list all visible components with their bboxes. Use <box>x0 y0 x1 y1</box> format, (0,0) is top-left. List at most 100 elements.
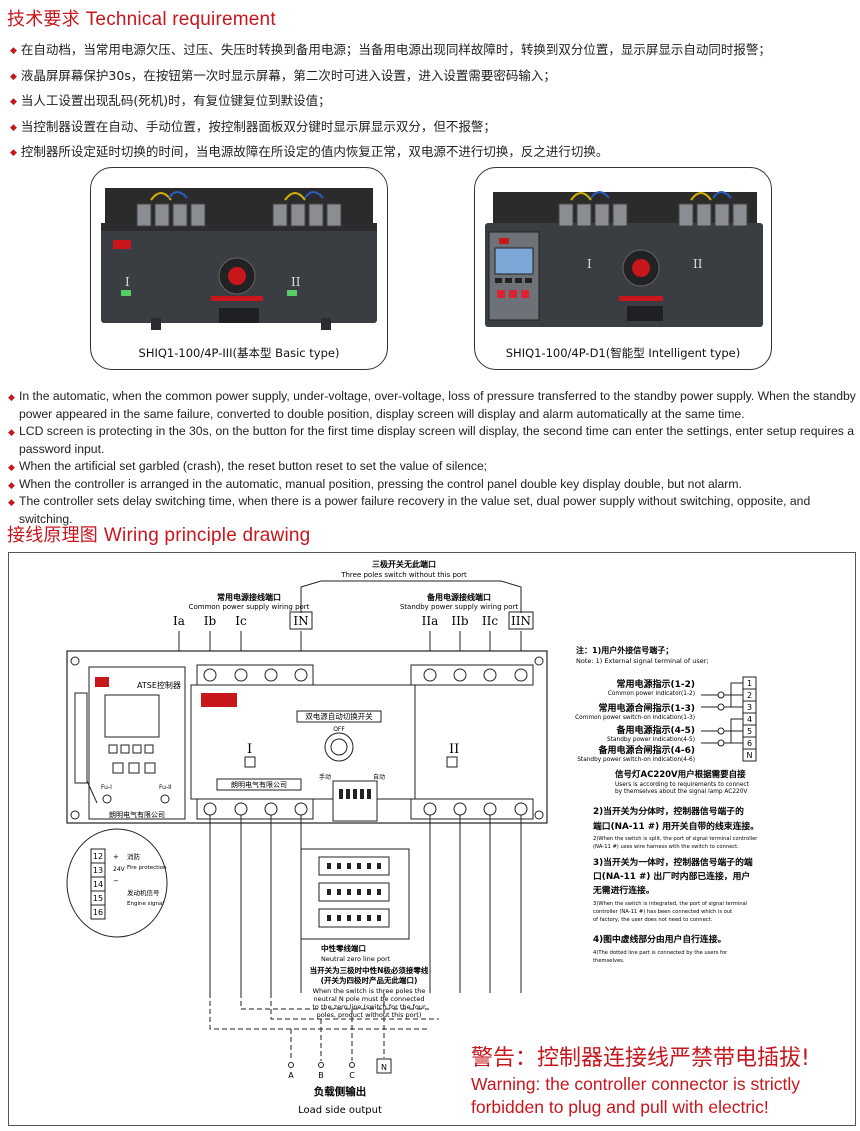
signal-2-zh: 常用电源合闸指示(1-3) <box>599 702 696 714</box>
fire-terminal: 14 <box>93 880 103 889</box>
product-photo-intelligent: I II <box>485 191 763 327</box>
svg-text:II: II <box>291 275 301 289</box>
fire-label-zh: 消防 <box>127 852 141 861</box>
list-item: ◆In the automatic, when the common power… <box>8 389 856 421</box>
signal-terminal: N <box>747 751 753 760</box>
engine-label-en: Engine signal <box>127 901 164 907</box>
note3-zh-1: 3)当开关为一体时，控制器信号端子的端 <box>593 856 753 868</box>
terminal-label: Ib <box>204 614 217 628</box>
bullet-icon: ◆ <box>8 497 15 507</box>
signal-1-zh: 常用电源指示(1-2) <box>617 678 696 690</box>
svg-text:I: I <box>125 275 130 289</box>
controller-logo-icon <box>95 677 109 687</box>
product-card-basic: I II SHIQ1-100/4P-III(基本型 Basic type) <box>90 167 388 370</box>
pos-I: I <box>247 742 252 757</box>
signal-terminal: 1 <box>747 679 752 688</box>
signal-4-en: Standby power switch-on indication(4-6) <box>577 757 695 763</box>
three-pole-label-en: Three poles switch without this port <box>340 571 467 579</box>
tech-title: 技术要求 Technical requirement <box>7 5 276 31</box>
warning-zh: 警告：控制器连接线严禁带电插拔! <box>471 1046 810 1071</box>
bullet-icon: ◆ <box>10 122 17 133</box>
tech-title-zh: 技术要求 <box>7 9 80 30</box>
list-item: ◆当控制器设置在自动、手动位置，按控制器面板双分键时显示屏显示双分，但不报警； <box>10 115 855 141</box>
warning-en-line-2: forbidden to plug and pull with electric… <box>471 1097 769 1117</box>
product-photo-basic: I II <box>101 188 377 330</box>
bullet-icon: ◆ <box>8 479 15 490</box>
terminal-label: IIc <box>482 614 498 628</box>
note4-en-1: 4)The dotted line part is connected by t… <box>593 950 728 956</box>
note1-zh: 注：1)用户外接信号端子； <box>576 645 673 656</box>
lamp-note-en-2: by themselves about the signal lamp AC22… <box>615 789 747 795</box>
manual-label: 手动 <box>319 773 331 781</box>
bullet-icon: ◆ <box>8 392 15 402</box>
load-terminal: C <box>349 1071 355 1080</box>
fire-terminal: 12 <box>93 852 103 861</box>
bullet-icon: ◆ <box>8 462 15 472</box>
fire-plus-sign: + <box>113 853 119 861</box>
lamp-note-en-1: Users is according to requirements to co… <box>615 782 750 788</box>
fire-terminal: 16 <box>93 908 103 917</box>
signal-1-en: Common power indicator(1-2) <box>608 691 695 697</box>
product-caption: SHIQ1-100/4P-III(基本型 Basic type) <box>138 346 340 360</box>
load-terminal: A <box>288 1071 294 1080</box>
wiring-title-en: Wiring principle drawing <box>103 525 311 546</box>
load-label-zh: 负载侧输出 <box>314 1085 367 1098</box>
terminal-label: IIN <box>511 614 531 628</box>
lamp-note-zh: 信号灯AC220V用户根据需要自接 <box>615 769 746 780</box>
list-item: ◆控制器所设定延时切换的时间，当电源故障在所设定的值内恢复正常，双电源不进行切换… <box>10 140 855 166</box>
svg-text:II: II <box>693 257 703 271</box>
signal-terminal: 4 <box>747 715 752 724</box>
note3-en-1: 3)When the switch is integrated, the por… <box>593 901 747 907</box>
auto-label: 自动 <box>373 773 385 781</box>
neutral-label-en: Neutral zero line port <box>321 955 391 963</box>
bullet-icon: ◆ <box>10 46 17 56</box>
signal-terminal: 2 <box>747 691 752 700</box>
engine-label-zh: 发动机信号 <box>127 888 160 897</box>
signal-terminal: 6 <box>747 739 752 748</box>
common-port-label-en: Common power supply wiring port <box>189 603 310 611</box>
bullet-icon: ◆ <box>10 97 17 107</box>
fire-minus-sign: − <box>113 877 119 885</box>
neutral-note-zh-1: 当开关为三极时中性N极必须接零线 <box>310 965 429 975</box>
note3-zh-2: 口(NA-11 #) 出厂时内部已连接，用户 <box>593 870 750 882</box>
note2-en-1: 2)When the switch is split, the port of … <box>593 836 758 842</box>
list-item: ◆当人工设置出现乱码(死机)时，有复位键复位到默设值； <box>10 89 855 115</box>
load-terminal: B <box>318 1071 324 1080</box>
list-item: ◆When the controller is arranged in the … <box>8 476 858 494</box>
signal-2-en: Common power switch-on indication(1-3) <box>575 715 695 721</box>
terminal-label: IN <box>293 614 308 628</box>
controller-title: ATSE控制器 <box>137 680 181 690</box>
tech-title-en: Technical requirement <box>85 9 276 30</box>
note2-zh-1: 2)当开关为分体时，控制器信号端子的 <box>593 805 744 817</box>
note3-en-2: controller (NA-11 #) has been connected … <box>593 909 732 915</box>
switch-company: 朗明电气有限公司 <box>231 780 287 789</box>
pos-II: II <box>449 742 459 757</box>
signal-3-zh: 备用电源指示(4-5) <box>616 724 696 736</box>
wiring-diagram: 三极开关无此端口 Three poles switch without this… <box>8 552 856 1126</box>
standby-port-label-zh: 备用电源接线端口 <box>426 592 491 602</box>
switch-off-label: OFF <box>333 726 345 733</box>
neutral-note-en-3: to the zero line (switch for the four <box>312 1003 426 1011</box>
note3-zh-3: 无需进行连接。 <box>592 884 655 896</box>
controller-company: 朗明电气有限公司 <box>109 810 165 819</box>
warning-en: Warning: the controller connector is str… <box>471 1073 800 1119</box>
bullet-icon: ◆ <box>10 148 17 158</box>
list-item: ◆在自动档，当常用电源欠压、过压、失压时转换到备用电源；当备用电源出现同样故障时… <box>10 38 855 64</box>
fire-terminal: 13 <box>93 866 103 875</box>
product-caption: SHIQ1-100/4P-D1(智能型 Intelligent type) <box>505 346 741 360</box>
terminal-label: Ia <box>173 614 185 628</box>
standby-port-label-en: Standby power supply wiring port <box>400 603 519 611</box>
common-port-label-zh: 常用电源接线端口 <box>217 592 281 602</box>
terminal-label: Ic <box>235 614 247 628</box>
neutral-note-en-1: When the switch is three poles the <box>313 987 426 995</box>
bullet-icon: ◆ <box>10 71 17 82</box>
list-item: ◆When the artificial set garbled (crash)… <box>8 458 858 476</box>
list-item: ◆LCD screen is protecting in the 30s, on… <box>8 424 855 456</box>
fu2-label: Fu-II <box>159 784 172 791</box>
list-item: ◆液晶屏屏幕保护30s，在按钮第一次时显示屏幕，第二次时可进入设置，进入设置需要… <box>10 64 855 90</box>
neutral-label-zh: 中性零线端口 <box>321 943 366 953</box>
load-terminal: N <box>381 1063 387 1072</box>
tech-list-zh: ◆在自动档，当常用电源欠压、过压、失压时转换到备用电源；当备用电源出现同样故障时… <box>10 38 855 166</box>
three-pole-label-zh: 三极开关无此端口 <box>372 559 436 569</box>
switch-logo-icon <box>201 693 237 707</box>
